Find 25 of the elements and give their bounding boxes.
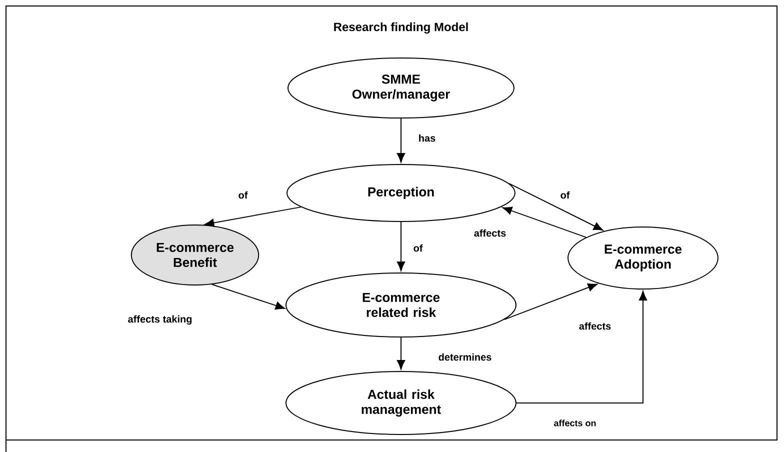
edge-label: affects (578, 321, 612, 331)
edge-label: of (412, 243, 424, 253)
ellipse-node: E-commerce Adoption (568, 226, 718, 290)
edge-label: determines (437, 352, 493, 362)
arrow (516, 290, 648, 404)
arrow (396, 337, 406, 370)
ellipse-node: SMME Owner/manager (288, 58, 514, 118)
arrow (396, 222, 406, 272)
edge-label: of (237, 190, 249, 200)
edge-label: has (417, 133, 437, 143)
arrow (204, 206, 302, 227)
title: Research finding Model (334, 22, 468, 34)
ellipse-node: Actual risk management (286, 371, 516, 435)
edge-label: of (559, 190, 571, 200)
arrow (508, 183, 604, 231)
edge-label: affects on (552, 418, 598, 428)
arrow (502, 206, 587, 238)
arrow (396, 118, 406, 163)
edge-label: affects taking (126, 314, 194, 326)
ellipse-node: E-commerce Benefit (130, 224, 260, 286)
ellipse-node: E-commerce related risk (286, 272, 516, 338)
ellipse-node: Perception (286, 164, 516, 222)
edge-label: affects (472, 228, 508, 238)
arrow (211, 284, 286, 310)
arrow (504, 283, 598, 320)
